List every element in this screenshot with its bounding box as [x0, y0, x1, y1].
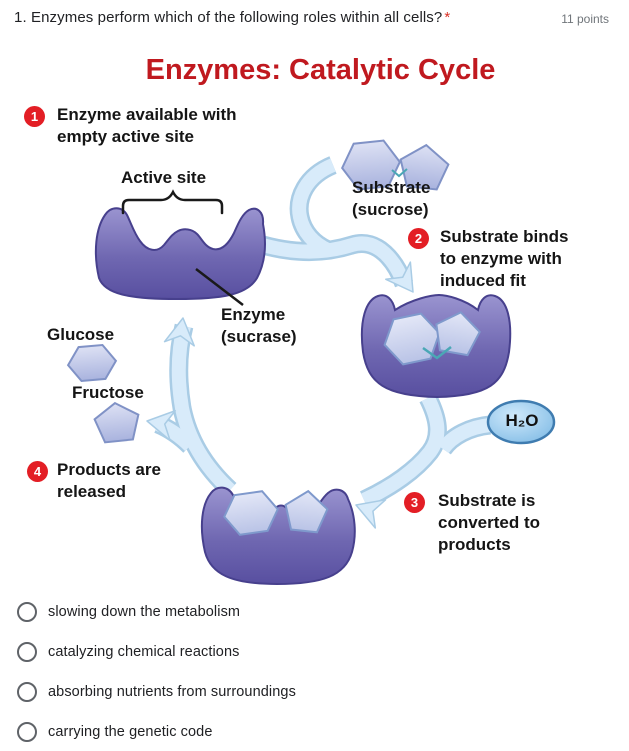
enzyme-products-complex	[200, 486, 356, 586]
arrowhead-to-products-icon	[355, 499, 387, 529]
fructose-pentagon	[93, 401, 140, 444]
answer-option-2[interactable]: catalyzing chemical reactions	[17, 632, 629, 672]
radio-button-icon[interactable]	[17, 642, 37, 662]
arrowhead-to-complex-icon	[385, 261, 414, 293]
sucrose-hexagon	[340, 139, 402, 191]
cycle-arrows	[146, 156, 492, 529]
step-3-label: Substrate is converted to products	[438, 491, 541, 554]
radio-button-icon[interactable]	[17, 682, 37, 702]
step-4-badge: 4	[27, 461, 48, 482]
step-3-badge: 3	[404, 492, 425, 513]
diagram-artwork	[66, 139, 556, 586]
water-label: H₂O	[505, 411, 539, 430]
enzyme-label: Enzyme (sucrase)	[221, 305, 297, 346]
glucose-hexagon	[66, 343, 118, 383]
glucose-label: Glucose	[47, 325, 115, 344]
step-1-badge: 1	[24, 106, 45, 127]
arrowhead-to-fructose-icon	[146, 409, 176, 442]
enzyme-pointer-line	[195, 268, 244, 306]
step-2-badge: 2	[408, 228, 429, 249]
required-asterisk: *	[444, 9, 451, 26]
arrowhead-to-enzyme-icon	[163, 317, 195, 347]
answer-option-label[interactable]: catalyzing chemical reactions	[48, 644, 240, 660]
answer-option-label[interactable]: absorbing nutrients from surroundings	[48, 684, 296, 700]
step-2-label: Substrate binds to enzyme with induced f…	[440, 227, 569, 290]
water-molecule-shape	[486, 399, 556, 445]
answer-option-1[interactable]: slowing down the metabolism	[17, 592, 629, 632]
answer-option-label[interactable]: slowing down the metabolism	[48, 604, 241, 620]
step-4-label: Products are released	[57, 460, 161, 501]
bound-pentagon	[435, 311, 481, 357]
question-header: 1. Enzymes perform which of the followin…	[0, 0, 629, 40]
product-pentagon	[284, 489, 329, 534]
answer-option-4[interactable]: carrying the genetic code	[17, 712, 629, 751]
answer-option-label[interactable]: carrying the genetic code	[48, 724, 213, 740]
answer-option-3[interactable]: absorbing nutrients from surroundings	[17, 672, 629, 712]
product-hexagon	[223, 490, 279, 536]
substrate-label: Substrate (sucrose)	[352, 178, 431, 219]
sucrose-pentagon	[399, 143, 450, 191]
step-1-label: Enzyme available with empty active site	[57, 105, 237, 146]
question-text: 1. Enzymes perform which of the followin…	[14, 9, 450, 26]
radio-button-icon[interactable]	[17, 722, 37, 742]
fructose-label: Fructose	[72, 383, 144, 402]
points-label: 11 points	[561, 12, 609, 26]
active-site-label: Active site	[121, 168, 207, 187]
enzyme-cycle-diagram: Enzymes: Catalytic Cycle 1 Enzyme availa…	[0, 40, 629, 588]
diagram-title: Enzymes: Catalytic Cycle	[145, 54, 496, 86]
enzyme-empty-shape	[94, 207, 266, 301]
enzyme-substrate-complex	[360, 293, 512, 399]
question-text-body: 1. Enzymes perform which of the followin…	[14, 9, 443, 26]
substrate-sucrose-shape	[340, 139, 450, 191]
active-site-bracket	[121, 189, 224, 215]
radio-button-icon[interactable]	[17, 602, 37, 622]
answer-options: slowing down the metabolism catalyzing c…	[0, 588, 629, 751]
